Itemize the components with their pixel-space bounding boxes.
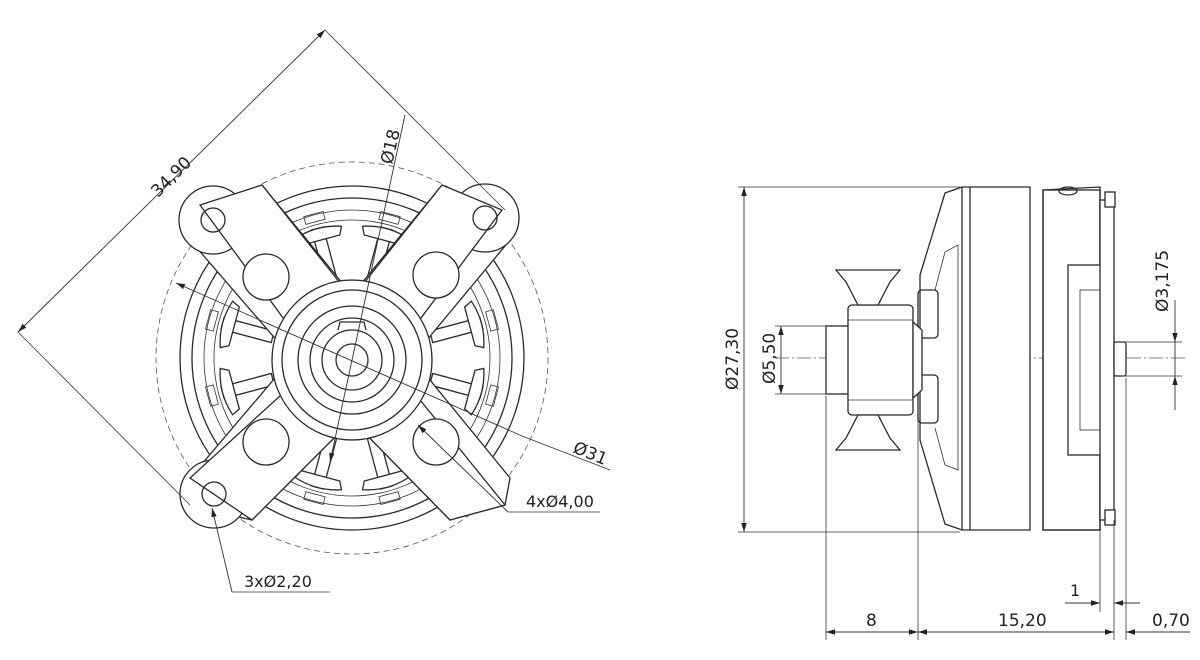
dim-shaft-collar: Ø5,50 [760, 325, 830, 395]
dim-shaft-length-label: 8 [866, 611, 877, 631]
dim-mount-holes-label: 4xØ4,00 [526, 492, 594, 511]
dim-body-length-label: 15,20 [998, 611, 1047, 631]
dim-mount-holes: 4xØ4,00 [417, 424, 600, 513]
stator-tooth [204, 367, 276, 416]
motor-inner-ring [191, 197, 513, 519]
motor-outer-ring [179, 185, 525, 531]
mount-hole-tr [412, 251, 460, 299]
dim-screw-holes-label: 3xØ2,20 [244, 572, 312, 591]
dim-overall-diagonal-label: 34,90 [147, 153, 196, 202]
stator-tooth [428, 300, 500, 349]
dim-shaft-tip-label: 0,70 [1152, 611, 1190, 631]
dim-bell-dia-label: Ø31 [570, 438, 610, 470]
rotor-bell [919, 186, 1031, 531]
shaft-end [335, 343, 369, 377]
side-view: Ø27,30 Ø5,50 Ø3,175 [723, 186, 1190, 640]
shaft-assembly [825, 269, 923, 451]
dim-flange-gap-label: 1 [1070, 581, 1080, 600]
dim-height: Ø27,30 [723, 186, 960, 533]
dim-screw-holes: 3xØ2,20 [211, 507, 330, 593]
dim-shaft-label: Ø3,175 [1153, 250, 1173, 312]
mount-hole-bl [242, 418, 290, 466]
dim-stator-dia-label: Ø18 [377, 128, 404, 167]
dim-shaft: Ø3,175 [1120, 250, 1182, 410]
stator-tooth [361, 434, 410, 506]
dim-bottom-row: 8 15,20 1 0,70 [825, 378, 1190, 640]
dim-height-label: Ø27,30 [723, 328, 743, 390]
dim-shaft-collar-label: Ø5,50 [760, 333, 780, 384]
front-view: 34,90 Ø18 Ø31 4xØ4,00 3xØ2,20 [17, 29, 611, 593]
base-flange [1042, 186, 1127, 531]
bell-outline-dashed [155, 161, 549, 555]
mount-hole-tl [242, 253, 290, 301]
stator-tooth [428, 367, 500, 416]
